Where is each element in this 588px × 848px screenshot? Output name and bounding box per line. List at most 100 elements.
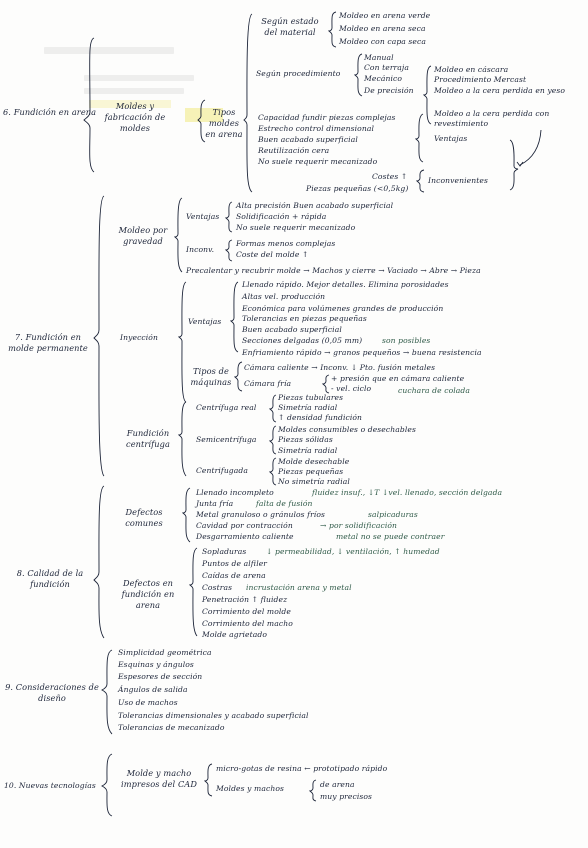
camara-caliente: Cámara caliente → Inconv. ↓ Pto. fusión … bbox=[244, 363, 436, 372]
comun-defect: Cavidad por contracción bbox=[196, 521, 293, 530]
iny-ventaja: Económica para volúmenes grandes de prod… bbox=[242, 304, 444, 313]
proc-item: Manual bbox=[364, 53, 394, 62]
ventajas-label: Ventajas bbox=[434, 134, 468, 143]
diseno-item: Uso de machos bbox=[118, 698, 178, 707]
real-item: Simetría radial bbox=[278, 403, 338, 412]
inconvenientes-label: Inconvenientes bbox=[428, 176, 488, 185]
iny-ventaja: Llenado rápido. Mejor detalles. Elimina … bbox=[242, 280, 449, 289]
arena-defect: Puntos de alfiler bbox=[202, 559, 268, 568]
arena-defect: Caídas de arena bbox=[202, 571, 266, 580]
proc-item: Mecánico bbox=[364, 74, 402, 83]
centrifuga-real-label: Centrífuga real bbox=[196, 403, 257, 412]
comun-defect: Desgarramiento caliente bbox=[196, 532, 294, 541]
iny-ventaja: Altas vel. producción bbox=[242, 292, 326, 301]
iny-ventaja: Secciones delgadas (0,05 mm) bbox=[242, 336, 363, 345]
comun-note: salpicaduras bbox=[368, 510, 418, 519]
grav-inconv: Coste del molde ↑ bbox=[236, 250, 309, 259]
grav-inconv-label: Inconv. bbox=[186, 245, 215, 254]
real-item: Piezas tubulares bbox=[278, 393, 344, 402]
diseno-item: Tolerancias de mecanizado bbox=[118, 723, 225, 732]
estado-item: Moldeo en arena verde bbox=[339, 11, 431, 20]
grav-inconv: Formas menos complejas bbox=[236, 239, 336, 248]
comun-note: fluidez insuf., ↓T ↓vel. llenado, secció… bbox=[312, 488, 503, 497]
arena-defect: Corrimiento del molde bbox=[202, 607, 291, 616]
bleed-through bbox=[84, 88, 184, 94]
ventaja-line: Buen acabado superficial bbox=[258, 135, 358, 144]
comun-note: metal no se puede contraer bbox=[336, 532, 445, 541]
grav-ventajas-label: Ventajas bbox=[186, 212, 220, 221]
bleed-through bbox=[84, 75, 194, 81]
segun-estado-label: Según estado del material bbox=[261, 16, 319, 37]
cuchara-note: cuchara de colada bbox=[398, 386, 471, 395]
iny-ventaja: Tolerancias en piezas pequeñas bbox=[242, 314, 367, 323]
arena-defect: Molde agrietado bbox=[202, 630, 267, 639]
moldes-fabricacion-label: Moldes y fabricación de moldes bbox=[104, 101, 166, 133]
semi-item: Piezas sólidas bbox=[278, 435, 333, 444]
camara-fria-item: - vel. ciclo bbox=[331, 384, 372, 393]
comun-defect: Metal granuloso o gránulos fríos bbox=[196, 510, 326, 519]
iny-ventaja-note: son posibles bbox=[382, 336, 431, 345]
diseno-item: Simplicidad geométrica bbox=[118, 648, 212, 657]
costes-line: Costes ↑ bbox=[372, 172, 408, 181]
cfgd-item: Molde desechable bbox=[278, 457, 350, 466]
section-6-label: 6. Fundición en arena bbox=[3, 107, 97, 117]
section-8-label: 8. Calidad de la fundición bbox=[16, 568, 84, 589]
precision-item: Procedimiento Mercast bbox=[434, 75, 527, 84]
diseno-item: Esquinas y ángulos bbox=[118, 660, 194, 669]
highlight-mark bbox=[185, 108, 223, 122]
defectos-arena-label: Defectos en fundición en arena bbox=[121, 578, 175, 610]
nuevas-sub-item: de arena bbox=[320, 780, 355, 789]
arena-defect: Costras bbox=[202, 583, 233, 592]
grav-ventaja: Solidificación + rápida bbox=[236, 212, 327, 221]
grav-ventaja: No suele requerir mecanizado bbox=[236, 223, 356, 232]
comun-defect: Llenado incompleto bbox=[196, 488, 274, 497]
camara-fria: Cámara fría bbox=[244, 379, 292, 388]
ventaja-line: Estrecho control dimensional bbox=[258, 124, 374, 133]
bleed-through bbox=[44, 47, 174, 54]
estado-item: Moldeo con capa seca bbox=[339, 37, 426, 46]
process-line: Precalentar y recubrir molde → Machos y … bbox=[186, 266, 481, 275]
piezas-line: Piezas pequeñas (<0,5kg) bbox=[306, 184, 409, 193]
section-9-label: 9. Consideraciones de diseño bbox=[5, 682, 99, 703]
comun-note: falta de fusión bbox=[256, 499, 313, 508]
diseno-item: Espesores de sección bbox=[118, 672, 203, 681]
diseno-item: Ángulos de salida bbox=[118, 685, 188, 694]
nuevas-sub-item: muy precisos bbox=[320, 792, 373, 801]
cfgd-item: No simetría radial bbox=[278, 477, 350, 486]
grav-ventaja: Alta precisión Buen acabado superficial bbox=[236, 201, 394, 210]
arena-defect: Penetración ↑ fluidez bbox=[202, 595, 288, 604]
precision-item: Moldeo en cáscara bbox=[434, 65, 509, 74]
iny-ventaja: Buen acabado superficial bbox=[242, 325, 342, 334]
costras-note: incrustación arena y metal bbox=[246, 583, 352, 592]
diseno-item: Tolerancias dimensionales y acabado supe… bbox=[118, 711, 309, 720]
proc-item: Con terraja bbox=[364, 63, 410, 72]
highlight-mark bbox=[89, 100, 171, 108]
centrifuga-label: Fundición centrífuga bbox=[126, 428, 170, 449]
nuevas-line: Moldes y machos bbox=[216, 784, 284, 793]
section-7-label: 7. Fundición en molde permanente bbox=[8, 332, 88, 353]
proc-item: De precisión bbox=[364, 86, 414, 95]
precision-item: Moldeo a la cera perdida en yeso bbox=[434, 86, 566, 95]
cfgd-item: Piezas pequeñas bbox=[278, 467, 344, 476]
semi-item: Moldes consumibles o desechables bbox=[278, 425, 416, 434]
camara-fria-item: + presión que en cámara caliente bbox=[331, 374, 465, 383]
defectos-comunes-label: Defectos comunes bbox=[125, 507, 163, 528]
ventaja-line: No suele requerir mecanizado bbox=[258, 157, 378, 166]
gravedad-label: Moldeo por gravedad bbox=[118, 225, 168, 246]
iny-ventaja: Enfriamiento rápido → granos pequeños → … bbox=[242, 348, 482, 357]
arena-defect: Corrimiento del macho bbox=[202, 619, 293, 628]
ventaja-line: Capacidad fundir piezas complejas bbox=[258, 113, 396, 122]
section-10-label: 10. Nuevas tecnologías bbox=[4, 781, 96, 790]
estado-item: Moldeo en arena seca bbox=[339, 24, 426, 33]
segun-procedimiento-label: Según procedimiento bbox=[256, 69, 341, 78]
comun-note: → por solidificación bbox=[320, 521, 398, 530]
real-item: ↑ densidad fundición bbox=[278, 413, 363, 422]
precision-item: Moldeo a la cera perdida con revestimien… bbox=[434, 109, 550, 128]
arena-defect: Sopladuras bbox=[202, 547, 247, 556]
centrifugada-label: Centrifugada bbox=[196, 466, 248, 475]
nuevas-line: micro-gotas de resina ← prototipado rápi… bbox=[216, 764, 388, 773]
iny-ventajas-label: Ventajas bbox=[188, 317, 222, 326]
sopladuras-note: ↓ permeabilidad, ↓ ventilación, ↑ humeda… bbox=[266, 547, 440, 556]
